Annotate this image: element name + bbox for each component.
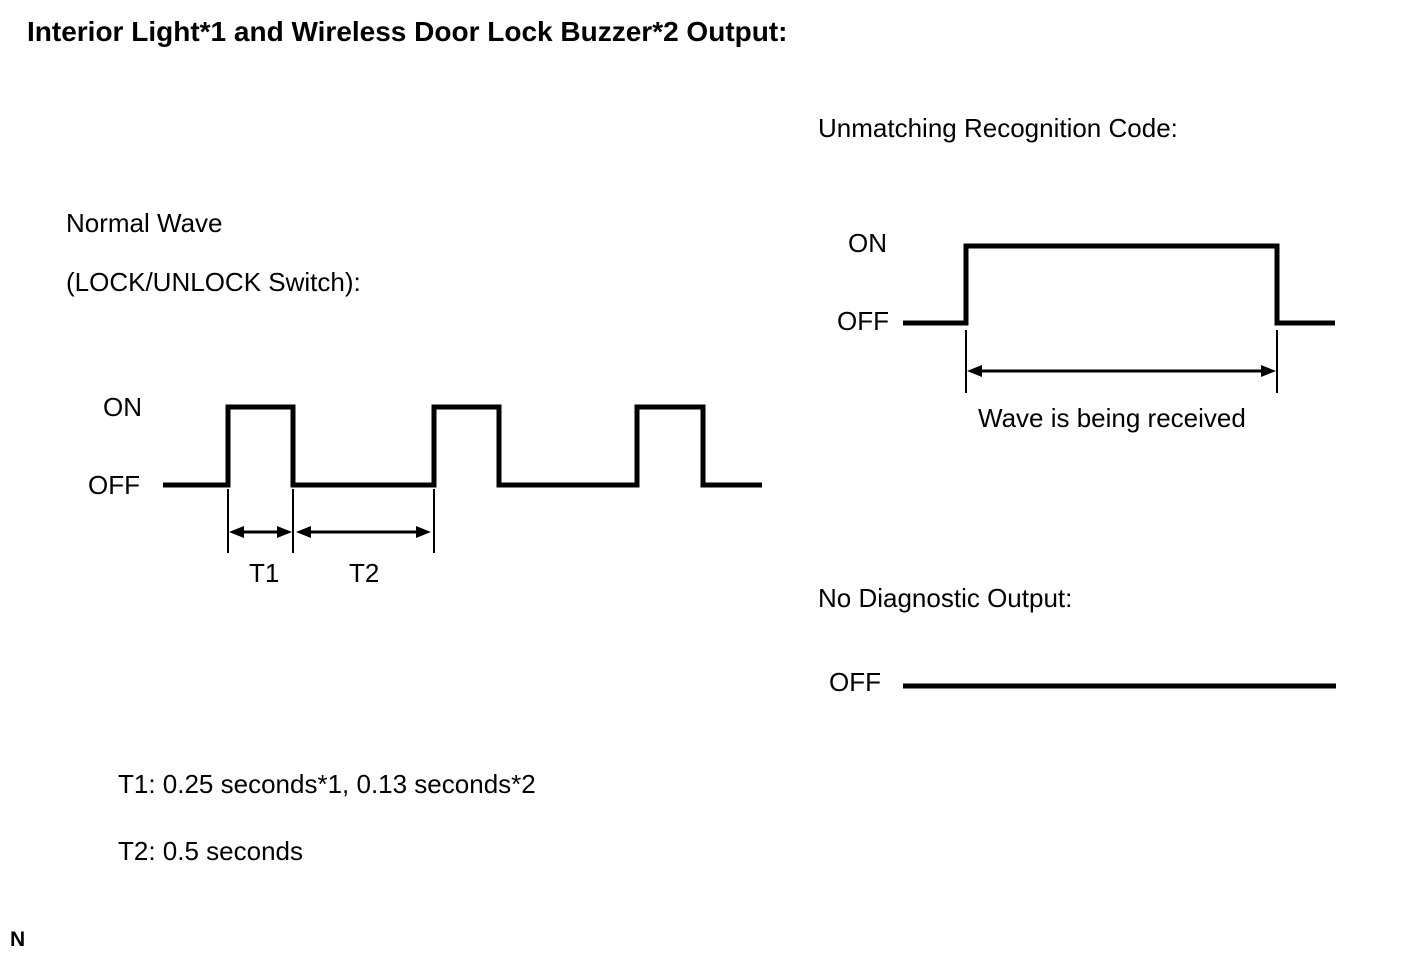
normal-waveform [163, 404, 762, 488]
normal-wave-off-label: OFF [88, 470, 140, 500]
t1-arrowhead-left [229, 526, 244, 538]
wave-received-caption: Wave is being received [978, 403, 1246, 433]
t1-timing-note: T1: 0.25 seconds*1, 0.13 seconds*2 [118, 769, 536, 799]
no-diagnostic-heading: No Diagnostic Output: [818, 583, 1073, 613]
t2-arrowhead-right [416, 526, 431, 538]
received-arrowhead-right [1261, 365, 1276, 377]
no-diagnostic-off-label: OFF [829, 667, 881, 697]
unmatching-on-label: ON [848, 228, 887, 258]
unmatching-code-heading: Unmatching Recognition Code: [818, 113, 1178, 143]
t2-timing-note: T2: 0.5 seconds [118, 836, 303, 866]
unmatching-off-label: OFF [837, 306, 889, 336]
normal-wave-heading: Normal Wave [66, 208, 223, 238]
page-title: Interior Light*1 and Wireless Door Lock … [27, 16, 788, 47]
received-arrowhead-left [967, 365, 982, 377]
lock-unlock-switch-heading: (LOCK/UNLOCK Switch): [66, 267, 361, 297]
unmatching-waveform [903, 243, 1335, 326]
t1-dimension-label: T1 [249, 558, 280, 588]
t1-arrowhead-right [277, 526, 292, 538]
page-corner-marker: N [10, 928, 26, 951]
t2-dimension-label: T2 [349, 558, 380, 588]
t2-arrowhead-left [296, 526, 311, 538]
normal-wave-on-label: ON [103, 392, 142, 422]
